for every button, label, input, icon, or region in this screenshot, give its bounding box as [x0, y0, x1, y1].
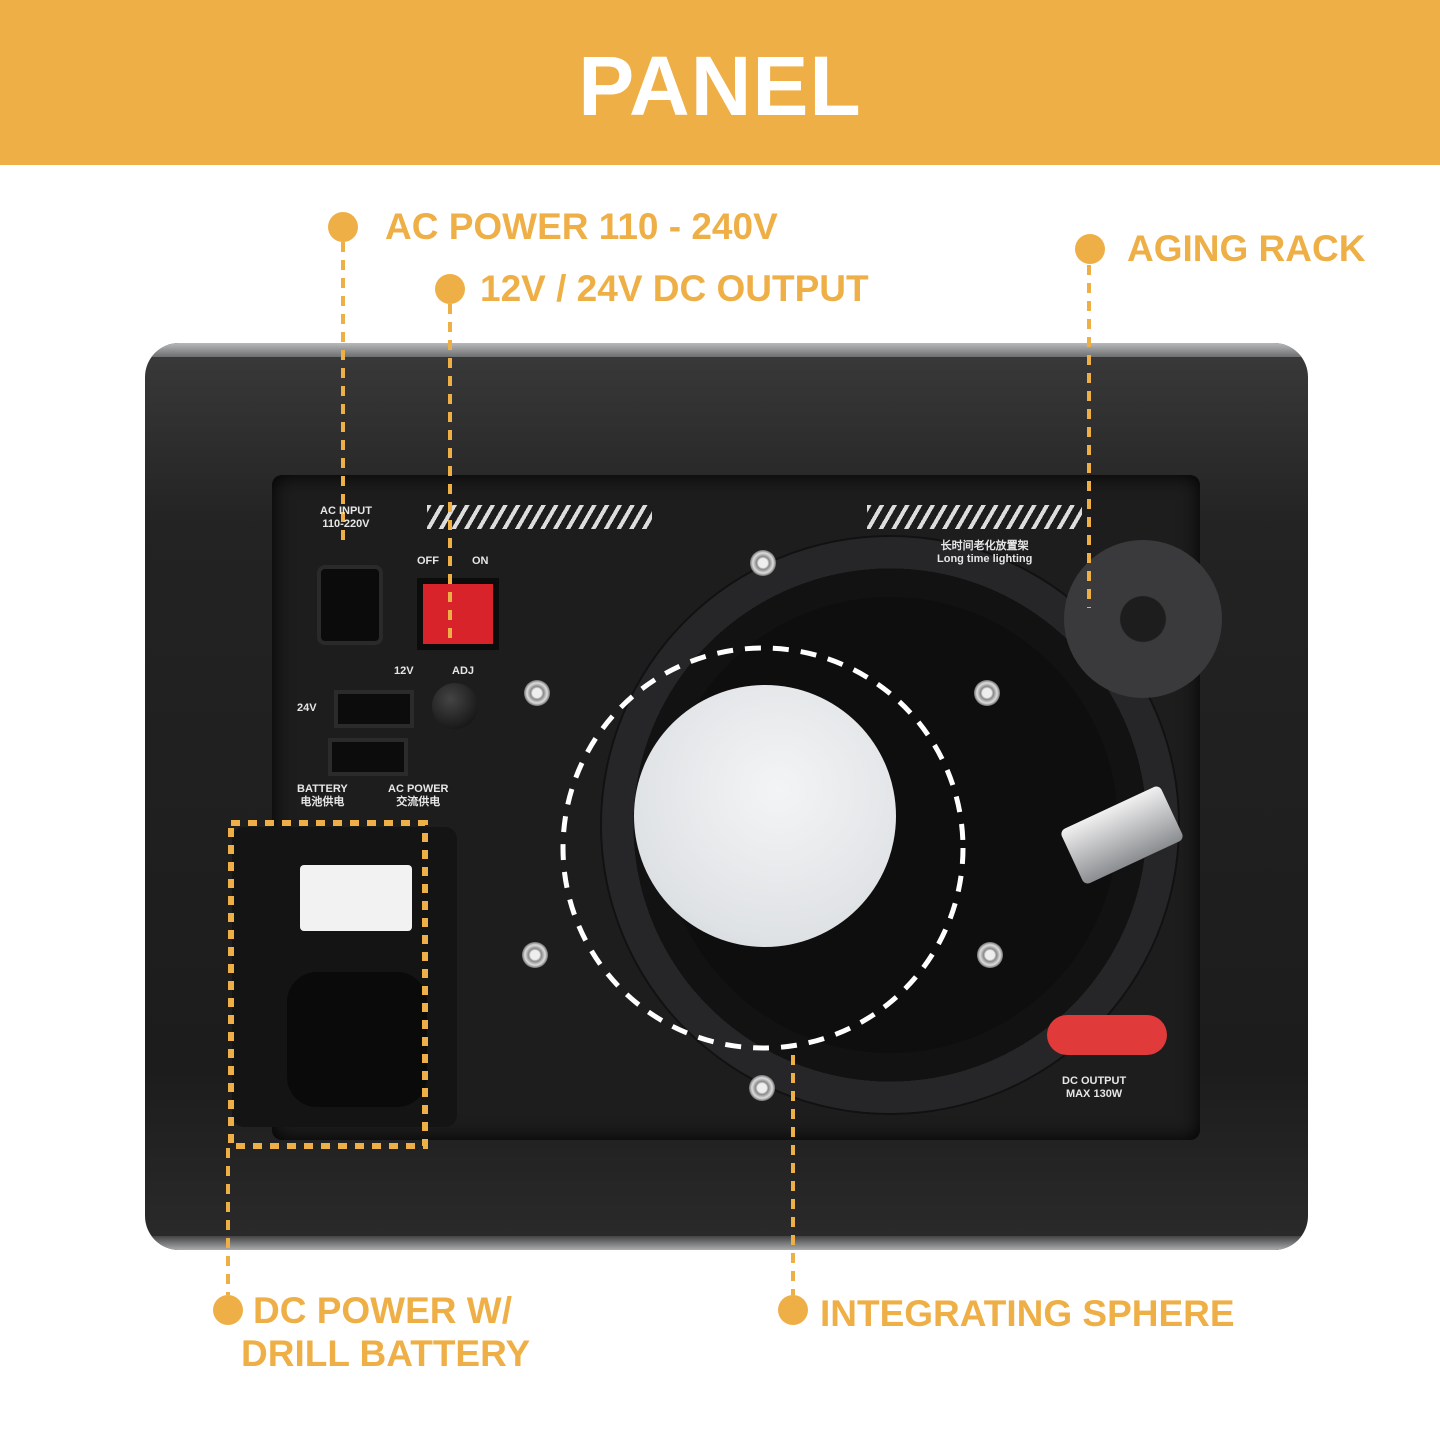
integrating-sphere-callout: INTEGRATING SPHERE [820, 1293, 1235, 1334]
frame-bottom-edge [145, 1236, 1308, 1250]
integrating-sphere-window [634, 685, 896, 947]
page-title: PANEL [578, 39, 862, 133]
callout-dot-icon [1075, 234, 1105, 264]
ac-power-callout: AC POWER 110 - 240V [385, 206, 778, 247]
adj-label: ADJ [452, 665, 475, 677]
vent-right [867, 505, 1082, 529]
header-banner [0, 0, 1440, 165]
dc-power-callout-line2: DRILL BATTERY [241, 1333, 531, 1374]
screw-icon [974, 680, 1000, 706]
dc-output-terminal[interactable] [1047, 1015, 1167, 1055]
callout-dot-icon [328, 212, 358, 242]
callout-dot-icon [778, 1295, 808, 1325]
callout-dot-icon [435, 274, 465, 304]
screw-icon [522, 942, 548, 968]
screw-icon [750, 550, 776, 576]
power-rocker-switch[interactable] [417, 578, 499, 650]
voltage-adjust-knob[interactable] [432, 683, 478, 729]
frame-top-edge [145, 343, 1308, 357]
ac-input-socket[interactable] [317, 565, 383, 645]
screw-icon [977, 942, 1003, 968]
vent-left [427, 505, 652, 529]
off-label: OFF [417, 555, 439, 567]
aging-rack-mount [1064, 540, 1222, 698]
callout-dot-icon [213, 1295, 243, 1325]
screw-icon [524, 680, 550, 706]
battery-charger-dock [232, 827, 457, 1127]
24v-switch[interactable] [334, 690, 414, 728]
charger-sticker [300, 865, 412, 931]
on-label: ON [472, 555, 489, 567]
24v-label: 24V [297, 702, 317, 714]
dc-output-callout: 12V / 24V DC OUTPUT [480, 268, 869, 309]
source-switch[interactable] [328, 738, 408, 776]
drill-battery-slot[interactable] [287, 972, 427, 1107]
screw-icon [749, 1075, 775, 1101]
aging-rack-callout: AGING RACK [1127, 228, 1366, 269]
dc-power-callout-line1: DC POWER W/ [253, 1290, 512, 1331]
12v-label: 12V [394, 665, 414, 677]
